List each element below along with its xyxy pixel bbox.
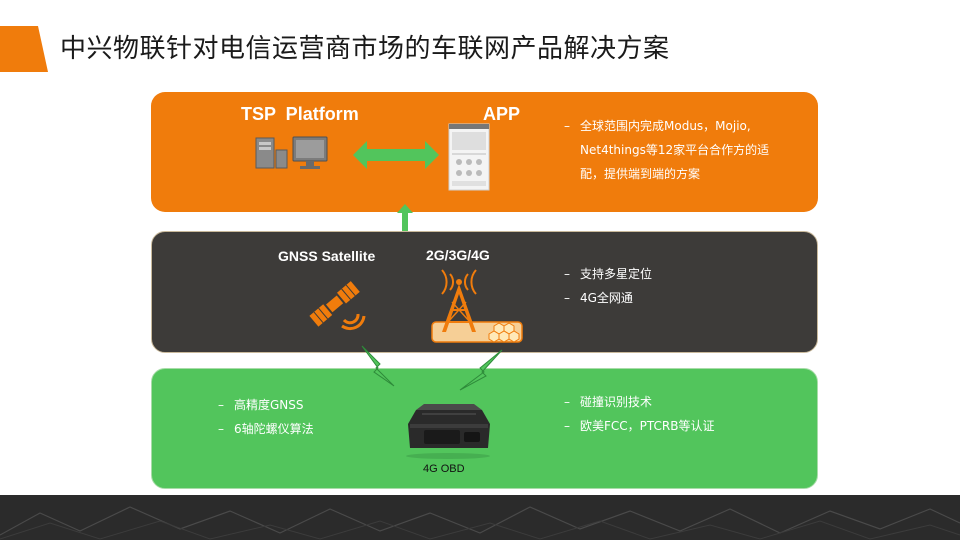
bullet-item: –全球范围内完成Modus，Mojio, (564, 119, 751, 133)
satellite-icon (309, 281, 366, 331)
gnss-satellite-label: GNSS Satellite (278, 248, 376, 264)
network-label: 2G/3G/4G (426, 247, 490, 263)
app-label: APP (483, 104, 521, 124)
bullet-item: –支持多星定位 (564, 267, 653, 281)
platform-bullets: –全球范围内完成Modus，Mojio, Net4things等12家平台合作方… (564, 114, 769, 186)
footer-pattern (0, 506, 960, 540)
bullet-item: –碰撞识别技术 (564, 395, 653, 409)
network-bullets: –支持多星定位 –4G全网通 (564, 262, 652, 310)
monitor-icon (292, 136, 328, 169)
double-arrow-icon (353, 141, 439, 169)
bullet-item: 配，提供端到端的方案 (580, 167, 701, 181)
vertical-arrow-icon (397, 204, 413, 242)
device-right-bullets: –碰撞识别技术 –欧美FCC，PTCRB等认证 (564, 390, 714, 438)
device-left-bullets: –高精度GNSS –6轴陀螺仪算法 (218, 393, 314, 441)
obd-device-label: 4G OBD (423, 463, 465, 475)
bullet-item: –欧美FCC，PTCRB等认证 (564, 419, 715, 433)
server-icon (255, 137, 288, 169)
bullet-item: –高精度GNSS (218, 398, 304, 412)
obd-device-icon (406, 404, 490, 459)
page-title: 中兴物联针对电信运营商市场的车联网产品解决方案 (60, 34, 670, 64)
title-accent-tab (0, 26, 48, 72)
bullet-item: Net4things等12家平台合作方的适 (580, 143, 770, 157)
cell-tower-icon (431, 269, 523, 343)
bullet-item: –6轴陀螺仪算法 (218, 422, 314, 436)
phone-app-icon (448, 123, 490, 191)
lightning-icon (361, 345, 395, 387)
lightning-icon (459, 349, 503, 391)
tsp-platform-label: TSP Platform (241, 104, 359, 124)
bullet-item: –4G全网通 (564, 291, 633, 305)
